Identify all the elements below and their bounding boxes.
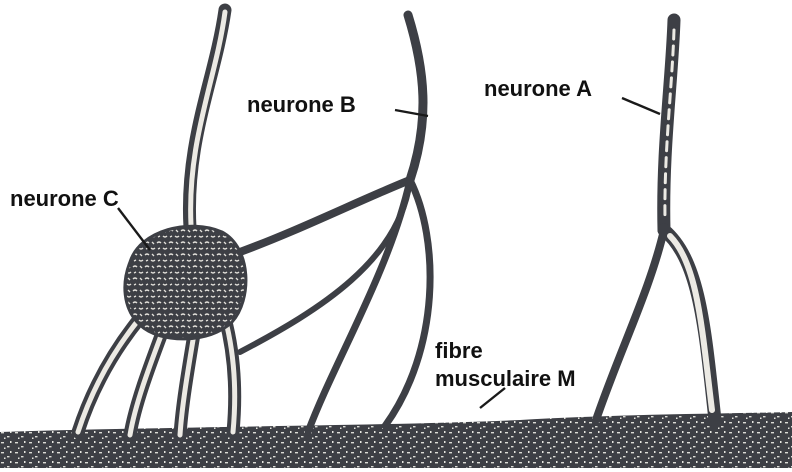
label-neuron-b: neurone B (247, 92, 356, 117)
neuron-a (596, 20, 715, 420)
neuron-c-soma (125, 226, 246, 339)
label-fibre-line1: fibre (435, 338, 483, 363)
neuron-b (240, 15, 430, 432)
leader-fibre (480, 388, 505, 408)
muscle-fiber (0, 412, 792, 468)
neuron-c (78, 10, 246, 435)
label-neuron-c: neurone C (10, 186, 119, 211)
label-neuron-a: neurone A (484, 76, 592, 101)
leader-neuron-a (622, 98, 660, 114)
label-fibre-line2: musculaire M (435, 366, 576, 391)
leader-neuron-c (118, 208, 150, 250)
